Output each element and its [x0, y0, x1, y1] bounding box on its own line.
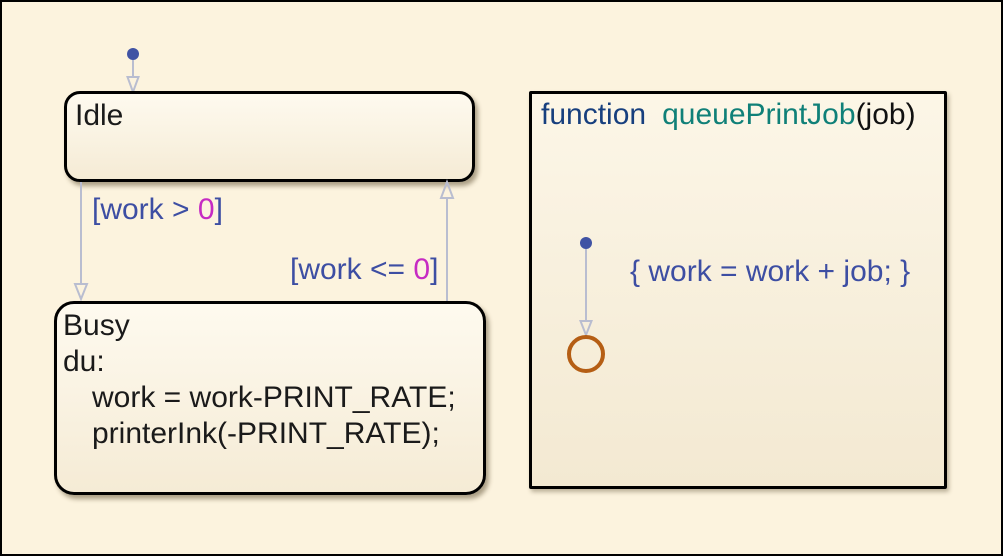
arrowhead-icon	[73, 283, 89, 302]
default-transition-dot[interactable]	[127, 48, 139, 60]
arrowhead-icon	[126, 76, 140, 95]
state-busy-action-2: printerInk(-PRINT_RATE);	[92, 417, 440, 450]
default-transition-function[interactable]	[562, 230, 612, 378]
state-busy-du-keyword: du:	[63, 345, 105, 378]
arrowhead-icon	[439, 179, 455, 199]
function-signature: function queuePrintJob(job)	[532, 94, 944, 136]
state-busy-label: Busy	[63, 309, 130, 342]
function-keyword: function	[541, 98, 647, 131]
graphical-function-queueprintjob[interactable]: function queuePrintJob(job)	[529, 91, 947, 489]
condition-bracket: ]	[214, 193, 223, 226]
condition-value: 0	[413, 253, 431, 286]
default-transition-idle[interactable]	[119, 42, 147, 95]
transition-label-work-gt-0[interactable]: [work > 0]	[92, 192, 223, 228]
condition-bracket: ]	[430, 253, 439, 286]
condition-text: [work <=	[290, 253, 414, 286]
terminal-junction[interactable]	[567, 335, 605, 373]
function-args: (job)	[855, 98, 916, 131]
condition-text: [work >	[92, 193, 198, 226]
condition-value: 0	[197, 193, 215, 226]
transition-label-work-le-0[interactable]: [work <= 0]	[290, 252, 438, 288]
transition-idle-to-busy[interactable]	[70, 182, 94, 302]
state-busy-action-1: work = work-PRINT_RATE;	[92, 381, 456, 414]
transition-busy-to-idle[interactable]	[436, 179, 460, 302]
function-action-label[interactable]: { work = work + job; }	[630, 255, 911, 288]
state-busy[interactable]: Busy du: work = work-PRINT_RATE; printer…	[54, 301, 486, 495]
function-name: queuePrintJob	[662, 98, 856, 131]
state-idle-label: Idle	[75, 99, 124, 132]
arrowhead-icon	[579, 320, 593, 338]
default-transition-dot[interactable]	[580, 237, 592, 249]
state-idle[interactable]: Idle	[64, 91, 475, 182]
